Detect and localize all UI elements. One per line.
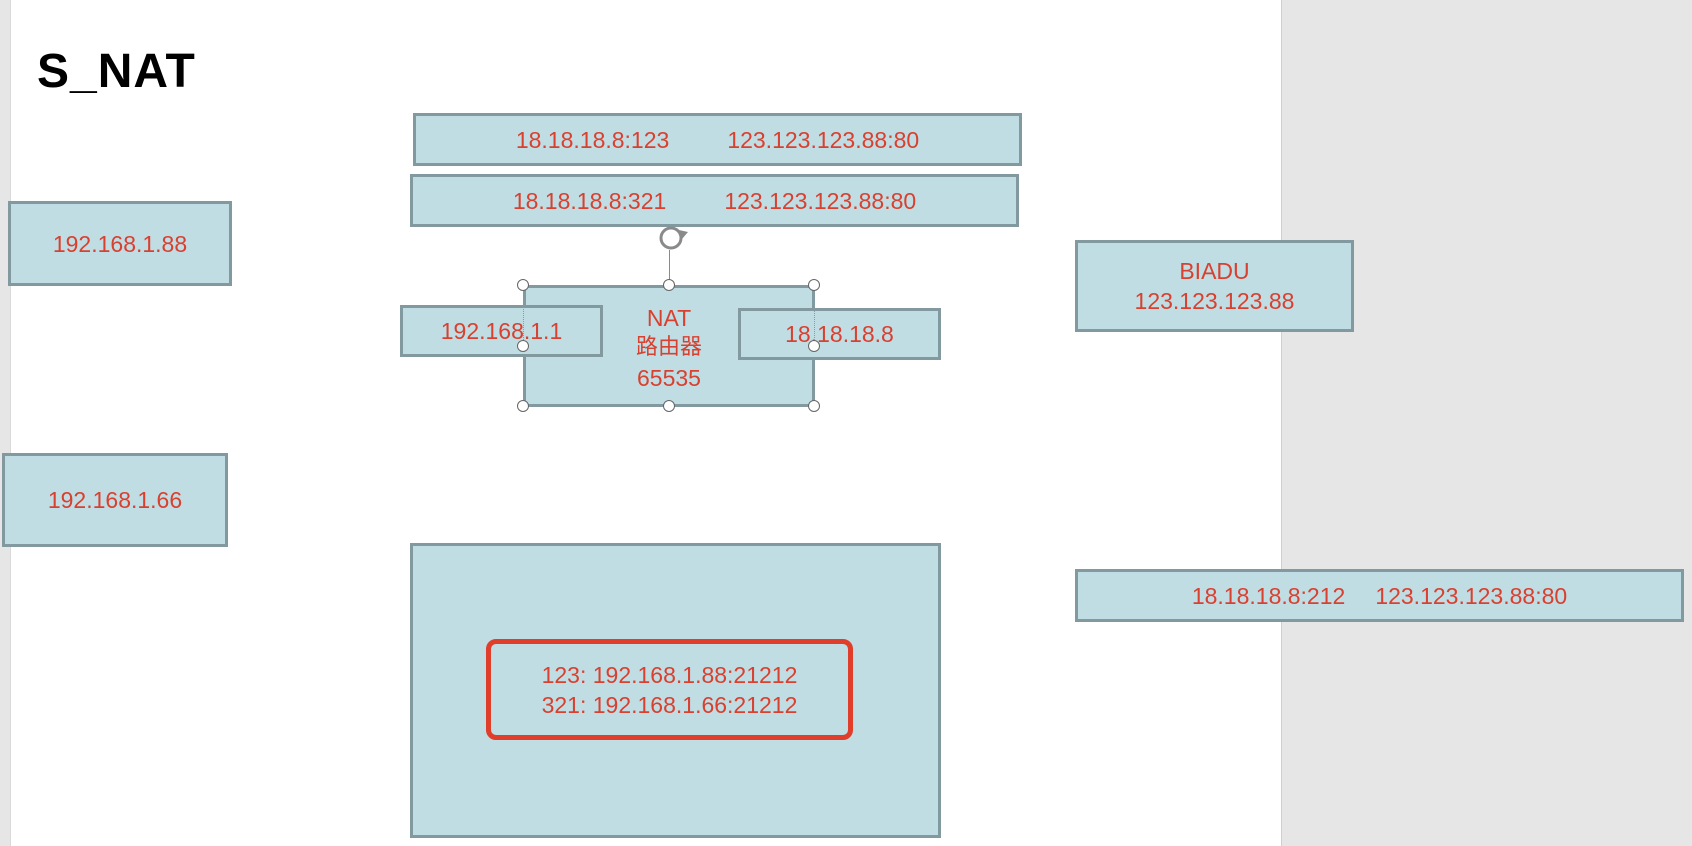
server-name: BIADU: [1179, 258, 1250, 284]
nat-router-subtitle: 路由器: [635, 335, 702, 360]
nat-mapping-row-2: 321: 192.168.1.66:21212: [541, 691, 798, 718]
packet-top2-dst: 123.123.123.88:80: [724, 187, 917, 214]
resize-handle-tr[interactable]: [808, 279, 820, 291]
host-box-88[interactable]: 192.168.1.88: [8, 201, 232, 286]
router-wan-ip: 18.18.18.8: [785, 321, 894, 347]
server-ip: 123.123.123.88: [1134, 288, 1295, 314]
router-wan-ip-box[interactable]: 18.18.18.8: [738, 308, 941, 360]
resize-handle-tl[interactable]: [517, 279, 529, 291]
packet-box-right[interactable]: 18.18.18.8:212 123.123.123.88:80: [1075, 569, 1684, 622]
resize-handle-mr[interactable]: [808, 340, 820, 352]
packet-right-src: 18.18.18.8:212: [1191, 582, 1346, 609]
slide-title: S_NAT: [37, 45, 196, 98]
resize-handle-bm[interactable]: [663, 400, 675, 412]
selection-guide-left: [523, 300, 524, 350]
nat-mapping-row-1: 123: 192.168.1.88:21212: [541, 661, 798, 688]
packet-top1-src: 18.18.18.8:123: [515, 126, 670, 153]
packet-box-top2[interactable]: 18.18.18.8:321 123.123.123.88:80: [410, 174, 1019, 227]
server-box[interactable]: BIADU 123.123.123.88: [1075, 240, 1354, 332]
resize-handle-tm[interactable]: [663, 279, 675, 291]
packet-right-dst: 123.123.123.88:80: [1375, 582, 1568, 609]
rotate-handle-icon[interactable]: [655, 222, 693, 256]
packet-top1-dst: 123.123.123.88:80: [727, 126, 920, 153]
host-88-ip: 192.168.1.88: [52, 230, 188, 257]
host-box-66[interactable]: 192.168.1.66: [2, 453, 228, 547]
nat-router-ports: 65535: [637, 365, 701, 391]
packet-box-top1[interactable]: 18.18.18.8:123 123.123.123.88:80: [413, 113, 1022, 166]
resize-handle-ml[interactable]: [517, 340, 529, 352]
host-66-ip: 192.168.1.66: [47, 487, 183, 513]
nat-router-name: NAT: [646, 305, 692, 331]
packet-top2-src: 18.18.18.8:321: [512, 187, 667, 214]
router-lan-ip-box[interactable]: 192.168.1.1: [400, 305, 603, 357]
resize-handle-br[interactable]: [808, 400, 820, 412]
resize-handle-bl[interactable]: [517, 400, 529, 412]
nat-mapping-table[interactable]: 123: 192.168.1.88:21212 321: 192.168.1.6…: [486, 639, 853, 740]
selection-guide-right: [814, 300, 815, 350]
router-lan-ip: 192.168.1.1: [440, 318, 563, 344]
rotation-line: [669, 250, 670, 285]
